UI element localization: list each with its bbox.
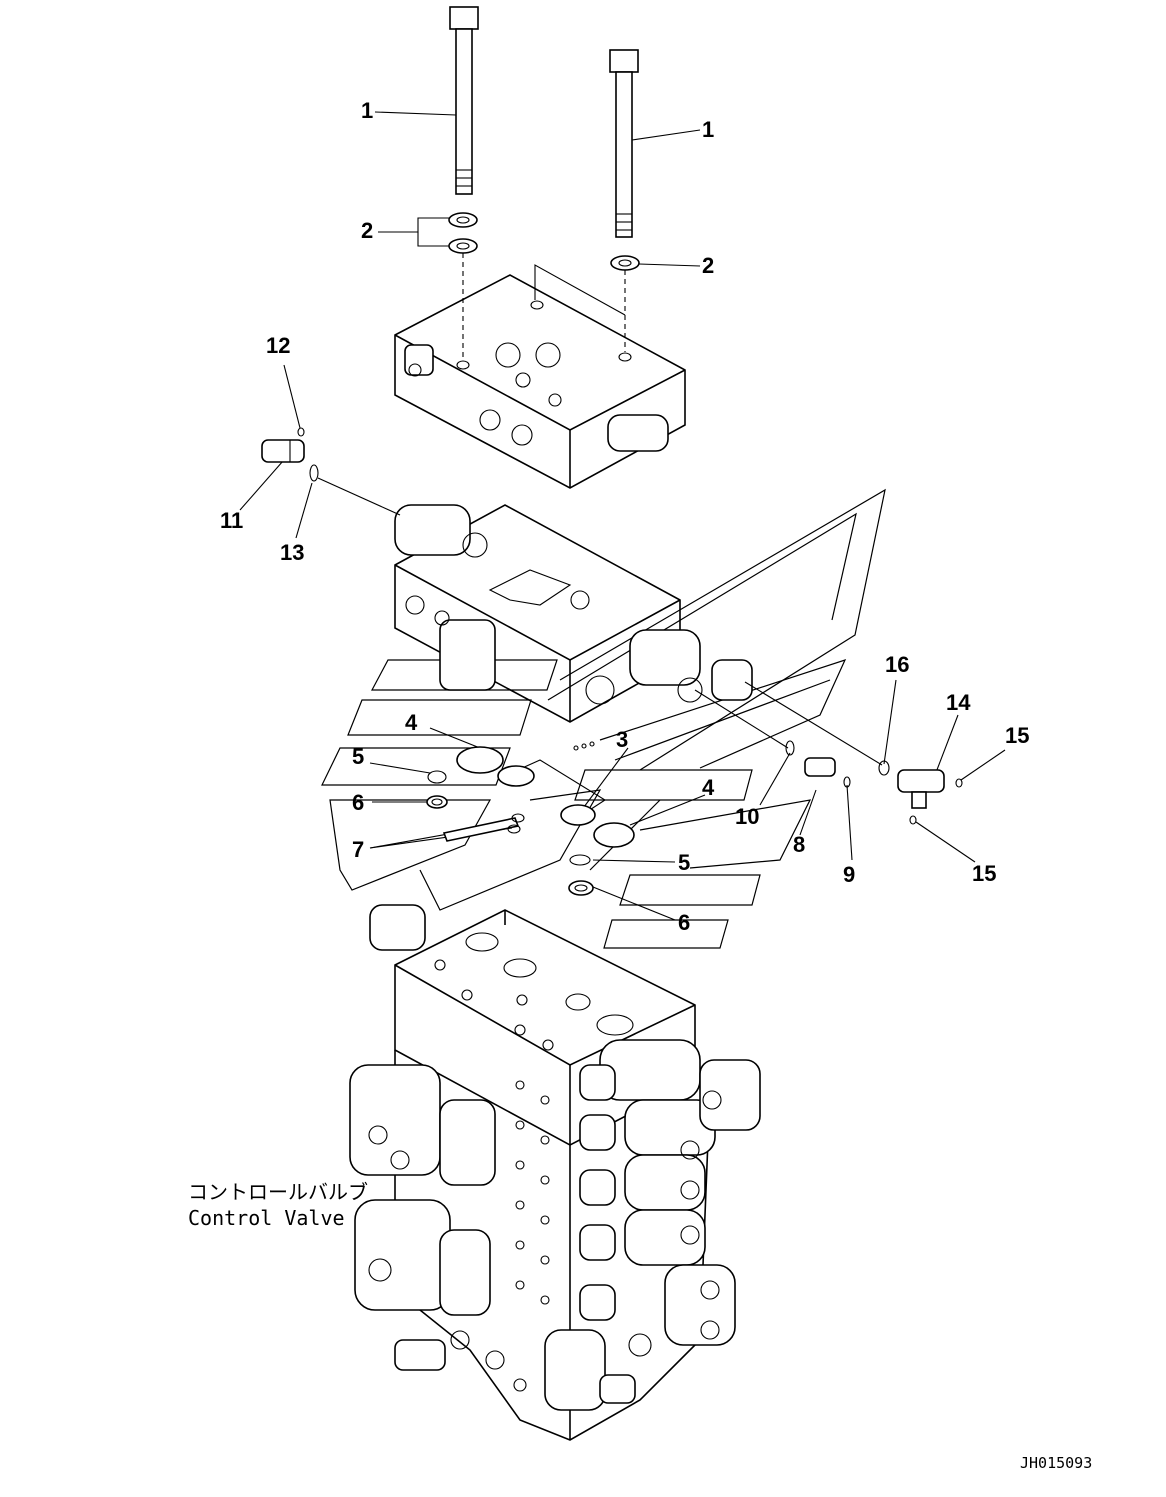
bolt-left — [449, 6, 479, 195]
callout-12: 12 — [266, 333, 290, 358]
callout-16: 16 — [885, 652, 909, 677]
callout-4-left: 4 — [405, 710, 418, 735]
caption-japanese: コントロールバルブ — [188, 1180, 368, 1204]
callout-8: 8 — [793, 832, 805, 857]
callout-10: 10 — [735, 804, 759, 829]
callout-11: 11 — [220, 508, 243, 533]
callout-15-upper: 15 — [1005, 723, 1029, 748]
callout-5-left: 5 — [352, 744, 364, 769]
washers — [448, 212, 640, 271]
callout-6-right: 6 — [678, 910, 690, 935]
callout-1-left: 1 — [361, 98, 373, 123]
callout-3: 3 — [616, 727, 628, 752]
caption-english: Control Valve — [188, 1206, 345, 1230]
drawing-number: JH015093 — [1020, 1454, 1092, 1472]
callout-labels: 1 1 2 2 12 11 13 4 5 6 7 3 4 10 8 9 5 6 … — [220, 98, 1029, 935]
callout-14: 14 — [946, 690, 971, 715]
middle-valve-block — [394, 504, 753, 723]
callout-5-right: 5 — [678, 850, 690, 875]
callout-9: 9 — [843, 862, 855, 887]
watermark-logo — [321, 488, 886, 949]
callout-15-lower: 15 — [972, 861, 996, 886]
callout-4-right: 4 — [702, 775, 715, 800]
bolt-right — [609, 49, 639, 238]
fittings-and-seals — [261, 427, 963, 896]
callout-2-right: 2 — [702, 253, 714, 278]
top-valve-block — [394, 253, 686, 489]
callout-13: 13 — [280, 540, 304, 565]
callout-7: 7 — [352, 837, 364, 862]
control-valve-body — [349, 904, 761, 1441]
callout-2-left: 2 — [361, 218, 373, 243]
callout-6-left: 6 — [352, 790, 364, 815]
callout-1-right: 1 — [702, 117, 714, 142]
